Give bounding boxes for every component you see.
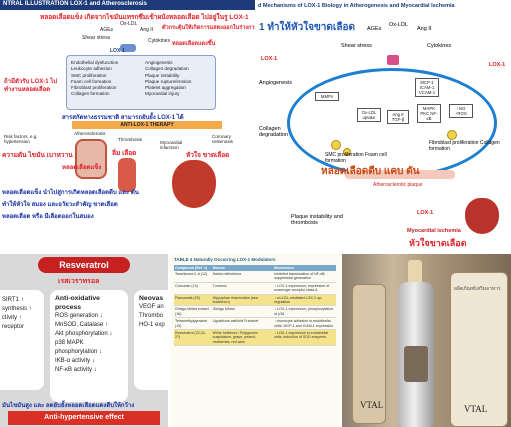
heart-icon bbox=[465, 198, 499, 234]
stimulus-cytokines: Cytokines bbox=[148, 38, 170, 44]
resveratrol-diagram[interactable]: Resveratrol เรสเวราทรอล SIRT1 ↑ synthesi… bbox=[0, 254, 168, 427]
stimulus-oxldl: Ox-LDL bbox=[389, 22, 408, 28]
lox1-mechanisms-diagram[interactable]: d Mechanisms of LOX-1 Biology in Atherog… bbox=[257, 0, 511, 251]
neovascular-box: Neovas VEGF an Thrombo HO-1 exp bbox=[134, 290, 168, 390]
thai-right-caption-2: หลอดเลือดแดงขึ้น bbox=[172, 41, 216, 47]
stimulus-cytokines: Cytokines bbox=[427, 43, 452, 49]
bottle-cap-icon bbox=[408, 260, 422, 284]
table-row: Tanshinone II-A (12) Salvia miltiorrhiza… bbox=[174, 271, 336, 283]
brand-logo-right: VTAL bbox=[464, 404, 488, 414]
resveratrol-title: Resveratrol bbox=[38, 257, 130, 273]
effects-box: Endothelial dysfunction Leukocyte adhesi… bbox=[66, 55, 216, 110]
left-box: SIRT1 ↑ synthesis ↑ ctivity ↑ receptor bbox=[0, 290, 44, 390]
node-oxldl-uptake: Ox-LDL uptake bbox=[357, 108, 381, 122]
thai-bottom-caption-3: หลอดเลือด หรือ มีเลือดออกในสมอง bbox=[2, 214, 94, 220]
table-row: Curcumin (13) Turmeric ↓ LOX-1 expressio… bbox=[174, 282, 336, 295]
thrombosis-label: Thrombosis bbox=[118, 137, 142, 142]
stimulus-shear: Shear stress bbox=[82, 35, 111, 41]
mi-label: Myocardial infarction bbox=[160, 140, 183, 150]
vtal-product-photo[interactable]: ผลิตภัณฑ์เสริมอาหาร VTAL VTAL bbox=[342, 254, 511, 427]
thai-bottom-caption: มันไขมันสูง และ ลดยับยั้งหลอดเลือดแดงตีบ… bbox=[2, 403, 135, 409]
thai-ischemia-caption: หัวใจ ขาดเลือด bbox=[186, 152, 230, 159]
stimulus-ang2: Ang II bbox=[417, 26, 432, 32]
risk-factors-label: Risk factors, e.g. hypertension bbox=[4, 134, 38, 144]
thai-title: 1 ทำให้หัวใจขาดเลือด bbox=[259, 22, 355, 33]
node-mcp1: MCP-1 ICAM-1 VCAM-1 bbox=[415, 78, 439, 97]
plaque-ribbon bbox=[345, 170, 455, 179]
thai-athero-caption: หลอดเลือดแข็ง bbox=[62, 165, 102, 171]
effects-left-list: Endothelial dysfunction Leukocyte adhesi… bbox=[71, 60, 119, 97]
thai-bottom-caption: หัวใจขาดเลือด bbox=[409, 238, 467, 248]
table-caption: TABLE 4 Naturally Occurring LOX-1 Modula… bbox=[174, 257, 276, 262]
stimulus-ages: AGEs bbox=[100, 27, 114, 33]
box-left bbox=[352, 284, 386, 424]
cell-icon bbox=[343, 148, 351, 156]
node-ang2: Ang II TGF-β bbox=[387, 110, 409, 124]
ischemia-label: Myocardial ischemia bbox=[407, 228, 461, 234]
thai-risk-caption: ความดัน ไขมัน เบาหวาน bbox=[2, 152, 73, 159]
thrombus-icon bbox=[118, 158, 136, 192]
column-header: Source bbox=[211, 265, 274, 271]
antihypertensive-banner: Anti-hypertensive effect bbox=[8, 411, 160, 425]
thai-right-caption-1: ตัวกระตุ้นให้เกิดการแสดงออกในร่างกาย bbox=[162, 25, 255, 31]
stimulus-oxldl: Ox-LDL bbox=[120, 21, 138, 27]
box-side-text: ผลิตภัณฑ์เสริมอาหาร bbox=[454, 286, 501, 292]
plaque-label: Atherosclerotic plaque bbox=[373, 182, 423, 188]
receptor-icon bbox=[120, 44, 136, 52]
lox1-label: LOX-1 bbox=[110, 48, 125, 54]
table-row: Ginkgo biloba extract (16) Ginkgo biloba… bbox=[174, 305, 336, 319]
fibro-label: Fibroblast proliferation Collagen format… bbox=[429, 140, 500, 152]
lox1-label-bottom: LOX-1 bbox=[417, 210, 434, 216]
thai-left-caption: ถ้ามีตัวรับ LOX-1 ไปทำงานหลอดเลือด bbox=[4, 79, 58, 93]
table-row-highlighted: Resveratrol (22,24-27) White hellebore, … bbox=[174, 329, 336, 347]
lox1-label-left: LOX-1 bbox=[261, 56, 278, 62]
column-header: Mechanism bbox=[273, 265, 336, 271]
thai-mid-caption: สารสกัดทางธรรมชาติ สามารถยับยั้ง LOX-1 ไ… bbox=[62, 115, 184, 121]
effects-right-list: Angiogenesis Collagen degradation Plaque… bbox=[145, 60, 192, 97]
thai-thrombus-caption: ลิ่ม เลือด bbox=[112, 150, 137, 157]
bottle-label-icon bbox=[404, 346, 428, 382]
cell-icon bbox=[447, 130, 457, 140]
coronary-label: Coronary restenosis bbox=[212, 134, 233, 144]
instability-label: Plaque instability and thrombosis bbox=[291, 214, 343, 226]
brand-logo-left: VTAL bbox=[360, 400, 384, 410]
stimulus-ages: AGEs bbox=[367, 26, 382, 32]
lox1-atherosclerosis-illustration[interactable]: NTRAL ILLUSTRATION LOX-1 and Atheroscler… bbox=[0, 0, 255, 251]
thai-bottom-caption-1: หลอดเลือดแข็ง นำไปสู่การเกิดหลอดเลือดตีบ… bbox=[2, 190, 139, 196]
table-row-highlighted: Flavonoids (15) Hippophae rhamnoides (se… bbox=[174, 294, 336, 307]
table-row: Tetramethylpyrazine (19) Ligusticum wall… bbox=[174, 317, 336, 331]
thai-bottom-caption-2: ทำให้หัวใจ สมอง และอวัยวะสำคัญ ขาดเลือด bbox=[2, 202, 118, 208]
node-mapk: MAPK PKC NF-κB bbox=[417, 104, 441, 123]
collagen-label: Collagen degradation bbox=[259, 126, 289, 138]
receptor-icon bbox=[387, 55, 399, 65]
stimulus-ang2: Ang II bbox=[140, 27, 154, 33]
atherosclerosis-label: Atherosclerosis bbox=[74, 131, 106, 136]
node-no-ros: ↓NO ↑ROS bbox=[449, 104, 473, 118]
node-mmps: MMPs bbox=[315, 92, 339, 101]
diagram-header: d Mechanisms of LOX-1 Biology in Atherog… bbox=[258, 3, 455, 9]
smc-label: SMC proliferation Foam cell formation bbox=[325, 152, 387, 164]
lox1-label-right: LOX-1 bbox=[489, 62, 506, 68]
anti-lox1-banner: ANTI-LOX-1 THERAPY bbox=[72, 121, 222, 129]
artery-icon bbox=[75, 139, 107, 179]
angiogenesis-label: Angiogenesis bbox=[259, 80, 293, 86]
modulators-table: Compound (Ref. #) Source Mechanism Tansh… bbox=[174, 265, 336, 347]
heart-icon bbox=[172, 160, 216, 208]
column-header: Compound (Ref. #) bbox=[174, 265, 212, 271]
thai-top-caption: หลอดเลือดแข็ง เกิดจากไขมันแทรกซึมเข้าผนั… bbox=[40, 14, 249, 21]
illustration-header: NTRAL ILLUSTRATION LOX-1 and Atheroscler… bbox=[0, 0, 255, 10]
thai-mid-caption: หลอดเลือดตีบ แคบ ตัน bbox=[321, 166, 420, 177]
cell-icon bbox=[331, 140, 341, 150]
lox1-modulators-table-image[interactable]: TABLE 4 Naturally Occurring LOX-1 Modula… bbox=[170, 254, 340, 427]
antioxidative-box: Anti-oxidative process ROS generation ↓ … bbox=[50, 290, 128, 402]
thai-title: เรสเวราทรอล bbox=[58, 278, 100, 285]
stimulus-shear: Shear stress bbox=[341, 43, 372, 49]
